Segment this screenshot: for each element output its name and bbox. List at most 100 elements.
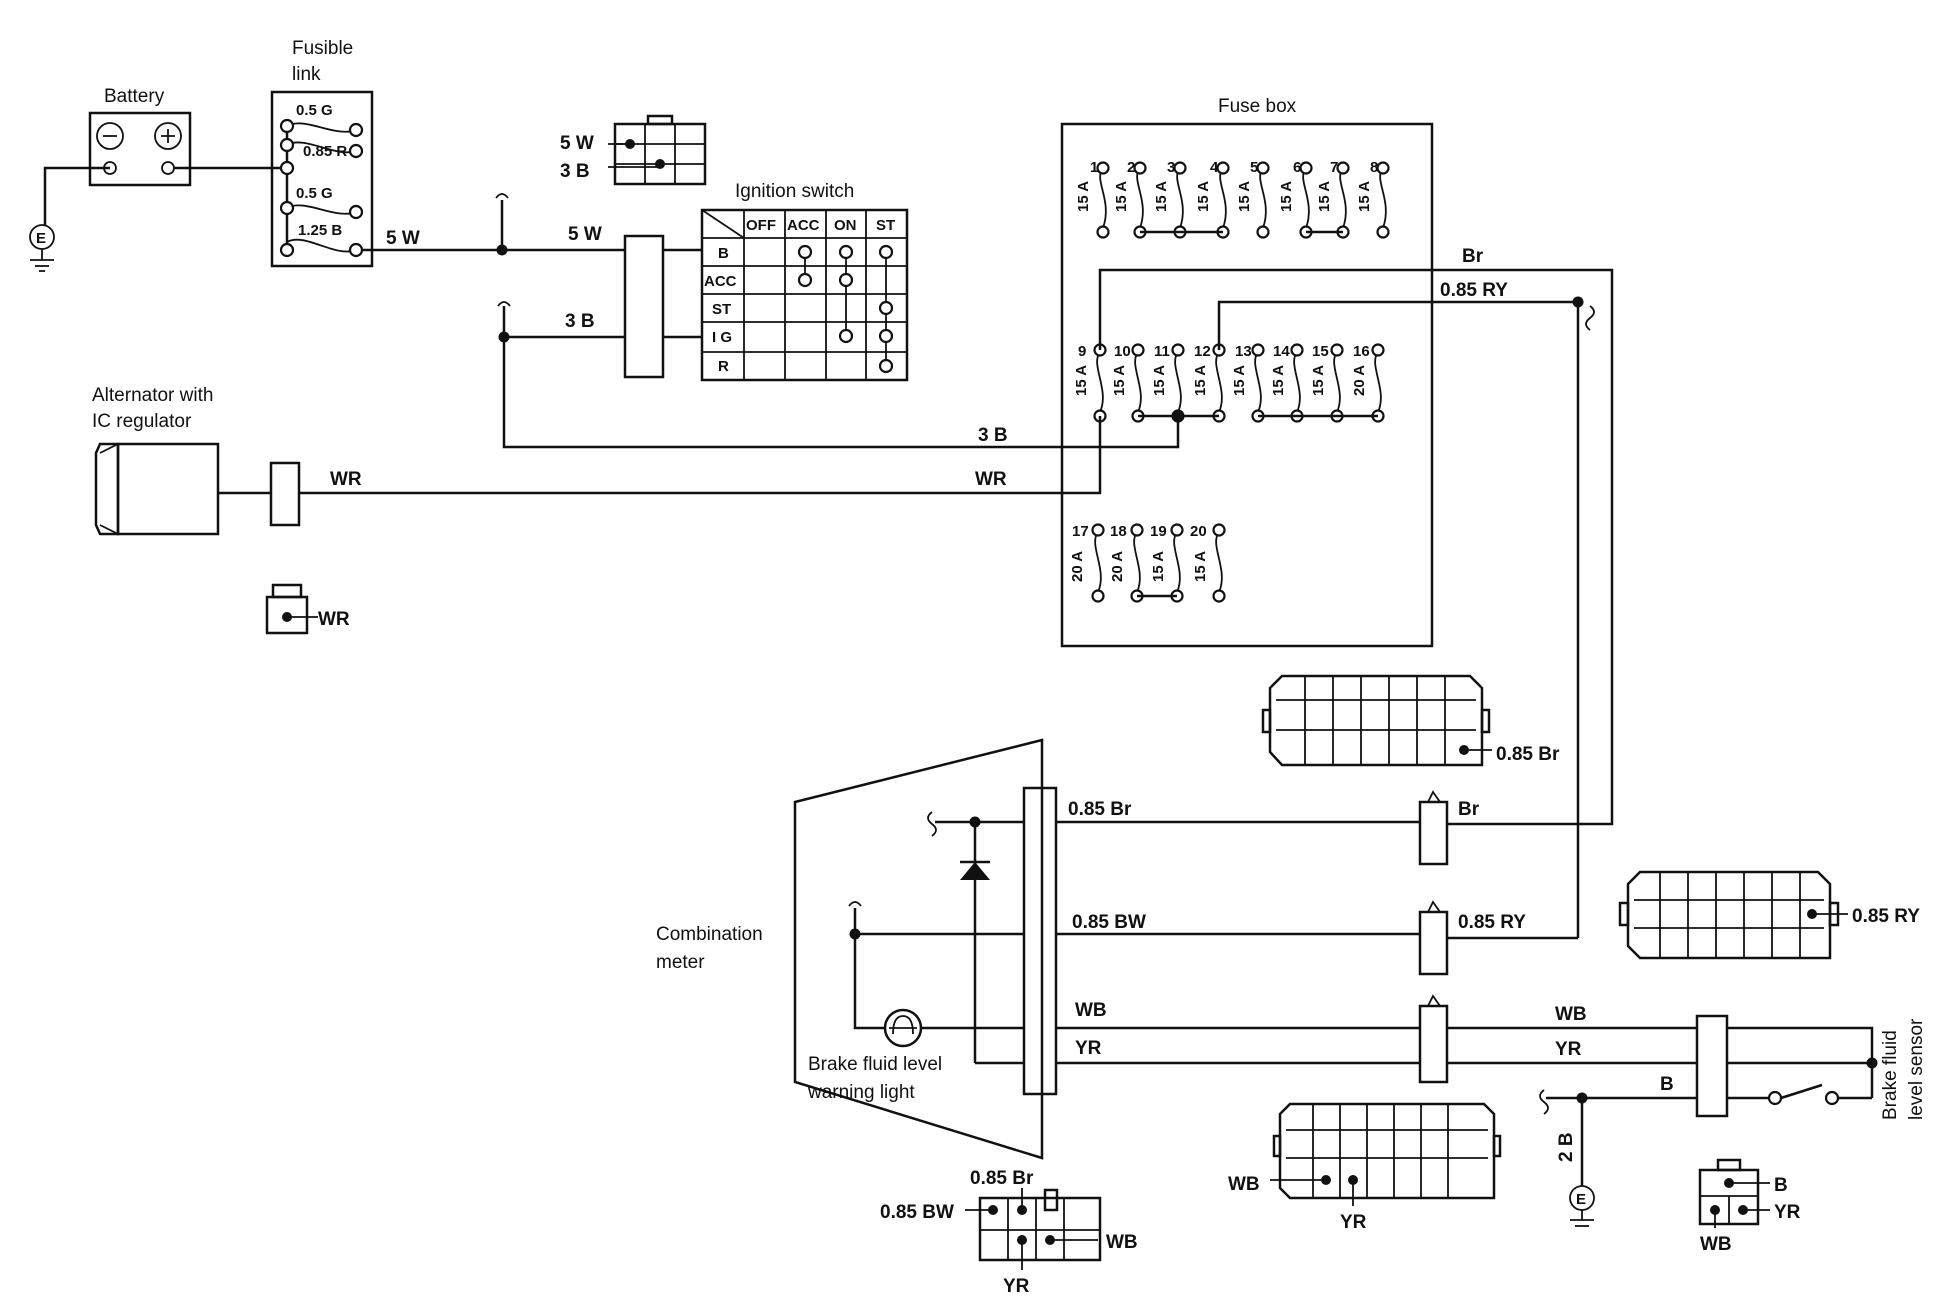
fuse-19-num: 19 bbox=[1150, 523, 1167, 540]
fuse-10-amp: 15 A bbox=[1111, 365, 1128, 396]
fusible-1 bbox=[286, 122, 357, 133]
mid-conn-yr: YR bbox=[1340, 1212, 1367, 1233]
wire-3b-label-b: 3 B bbox=[978, 425, 1008, 446]
fuse-17-num: 17 bbox=[1072, 523, 1089, 540]
ground-icon: E bbox=[1569, 1185, 1595, 1227]
fusible-link-label-2: link bbox=[292, 64, 321, 85]
brake-light-label-1: Brake fluid level bbox=[808, 1054, 942, 1075]
fuse-11-num: 11 bbox=[1154, 343, 1170, 360]
fuse-5-num: 5 bbox=[1250, 159, 1258, 176]
fuse-row-1: 1 2 3 4 5 6 7 8 15 A 15 A 15 A 15 A 15 A… bbox=[1075, 159, 1390, 239]
meter-outline bbox=[793, 738, 1044, 1160]
wire-2b-label: 2 B bbox=[1556, 1132, 1577, 1162]
fuse-3-amp: 15 A bbox=[1153, 181, 1170, 212]
fuse-8-num: 8 bbox=[1370, 159, 1378, 176]
fuse-row-3: 17 18 19 20 20 A 20 A 15 A 15 A bbox=[1069, 523, 1226, 603]
fuse-16-num: 16 bbox=[1353, 343, 1370, 360]
wire-5w-label-a: 5 W bbox=[386, 228, 420, 249]
sensor-conn-yr: YR bbox=[1774, 1202, 1801, 1223]
wire-wb-right-label: WB bbox=[1555, 1004, 1587, 1025]
fuse-1-amp: 15 A bbox=[1075, 181, 1092, 212]
fusible-2-label: 0.85 R bbox=[303, 143, 347, 160]
battery-post-pos bbox=[161, 161, 175, 175]
fuse-9-amp: 15 A bbox=[1073, 365, 1090, 396]
ign-col-on: ON bbox=[834, 217, 857, 234]
inline-connector-bw bbox=[1418, 900, 1449, 976]
ign-conn-3b: 3 B bbox=[560, 161, 590, 182]
branch-continues-icon bbox=[495, 193, 509, 199]
meter-bw-to-light bbox=[853, 934, 885, 1030]
ignition-switch: Ignition switch OFF ACC ON ST B ACC ST I… bbox=[700, 181, 909, 382]
fusible-4-label: 1.25 B bbox=[298, 222, 342, 239]
fuse-box-label: Fuse box bbox=[1218, 96, 1297, 117]
fuse-6-amp: 15 A bbox=[1278, 181, 1295, 212]
battery-body bbox=[88, 111, 192, 187]
battery-label: Battery bbox=[104, 86, 165, 107]
fuse-9-num: 9 bbox=[1078, 343, 1086, 360]
wire-b-label: B bbox=[1660, 1074, 1674, 1095]
ign-conn-5w: 5 W bbox=[560, 133, 594, 154]
brake-sensor-label-1: Brake fluid bbox=[1880, 1030, 1901, 1120]
fuse-13-amp: 15 A bbox=[1231, 365, 1248, 396]
battery-negative-terminal bbox=[96, 122, 124, 150]
fuse-box-outline bbox=[1060, 122, 1434, 648]
fuse-2-amp: 15 A bbox=[1113, 181, 1130, 212]
wire-continues-icon bbox=[1539, 1089, 1549, 1115]
wire-3b-label-a: 3 B bbox=[565, 311, 595, 332]
mid-conn-wb: WB bbox=[1228, 1174, 1260, 1195]
fuse-box: Fuse box 1 2 3 4 5 6 7 8 15 A 15 A 15 A … bbox=[1060, 96, 1434, 648]
fuse-7-num: 7 bbox=[1330, 159, 1338, 176]
wire-yr-label: YR bbox=[1075, 1038, 1102, 1059]
ignition-switch-label: Ignition switch bbox=[735, 181, 854, 202]
fuse-row-2: 9 10 11 12 13 14 15 16 15 A 15 A 15 A 15… bbox=[1073, 343, 1385, 423]
wire-br-label: Br bbox=[1462, 246, 1484, 267]
fusible-3 bbox=[286, 204, 357, 215]
ign-row-acc: ACC bbox=[704, 273, 737, 290]
fuse-12-amp: 15 A bbox=[1192, 365, 1209, 396]
wire-wr-label-a: WR bbox=[330, 469, 362, 490]
fuse-8-amp: 15 A bbox=[1356, 181, 1373, 212]
fuse-13-num: 13 bbox=[1235, 343, 1252, 360]
fuse-18-amp: 20 A bbox=[1109, 551, 1126, 582]
wire-3b-to-fuse bbox=[1062, 416, 1180, 449]
wire-wr-to-fuse9 bbox=[1062, 416, 1102, 495]
wire-085ry bbox=[1217, 300, 1578, 350]
wire-085br-label: 0.85 Br bbox=[1068, 799, 1132, 820]
fuse-1-num: 1 bbox=[1090, 159, 1098, 176]
table-corner-diagonal bbox=[701, 209, 745, 239]
wire-085ry-label: 0.85 RY bbox=[1440, 280, 1508, 301]
fusible-link-label-1: Fusible bbox=[292, 38, 353, 59]
wire-085ry-conn-label: 0.85 RY bbox=[1458, 912, 1526, 933]
diode-icon bbox=[960, 822, 990, 1063]
wire-3b-to-fusebox bbox=[502, 337, 1062, 449]
branch-continues-icon bbox=[497, 301, 511, 307]
fusible-4 bbox=[286, 238, 357, 253]
fuse-4-num: 4 bbox=[1210, 159, 1219, 176]
ign-row-r: R bbox=[718, 358, 729, 375]
meter-plug-085br: 0.85 Br bbox=[970, 1168, 1034, 1189]
alternator-connector bbox=[269, 461, 301, 527]
mid-connector-face: WB YR bbox=[1228, 1102, 1502, 1233]
sensor-switch-icon bbox=[1767, 1083, 1872, 1106]
inline-connector-wb-yr bbox=[1418, 994, 1449, 1084]
ignition-connector-face: 5 W 3 B bbox=[560, 114, 707, 186]
battery: Battery bbox=[88, 86, 192, 187]
wire-br-conn-label: Br bbox=[1458, 799, 1480, 820]
meter-plug-085bw: 0.85 BW bbox=[880, 1202, 954, 1223]
fuse-20-amp: 15 A bbox=[1192, 551, 1209, 582]
ground-label: E bbox=[36, 230, 46, 247]
sensor-conn-wb: WB bbox=[1700, 1234, 1732, 1255]
wire-wb-label: WB bbox=[1075, 1000, 1107, 1021]
meter-plug-face: 0.85 Br 0.85 BW WB YR bbox=[880, 1168, 1138, 1297]
wire-br bbox=[1098, 268, 1614, 826]
fuse-16-amp: 20 A bbox=[1351, 365, 1368, 396]
ign-col-st: ST bbox=[876, 217, 895, 234]
ignition-connector bbox=[623, 234, 665, 379]
meter-label-2: meter bbox=[656, 952, 705, 973]
alternator-connector-face: WR bbox=[265, 583, 350, 635]
fuse-3-num: 3 bbox=[1167, 159, 1175, 176]
wire-continues-icon bbox=[927, 811, 937, 837]
sensor-connector bbox=[1695, 1014, 1729, 1118]
ign-col-acc: ACC bbox=[787, 217, 820, 234]
meter-plug-yr: YR bbox=[1003, 1276, 1030, 1297]
